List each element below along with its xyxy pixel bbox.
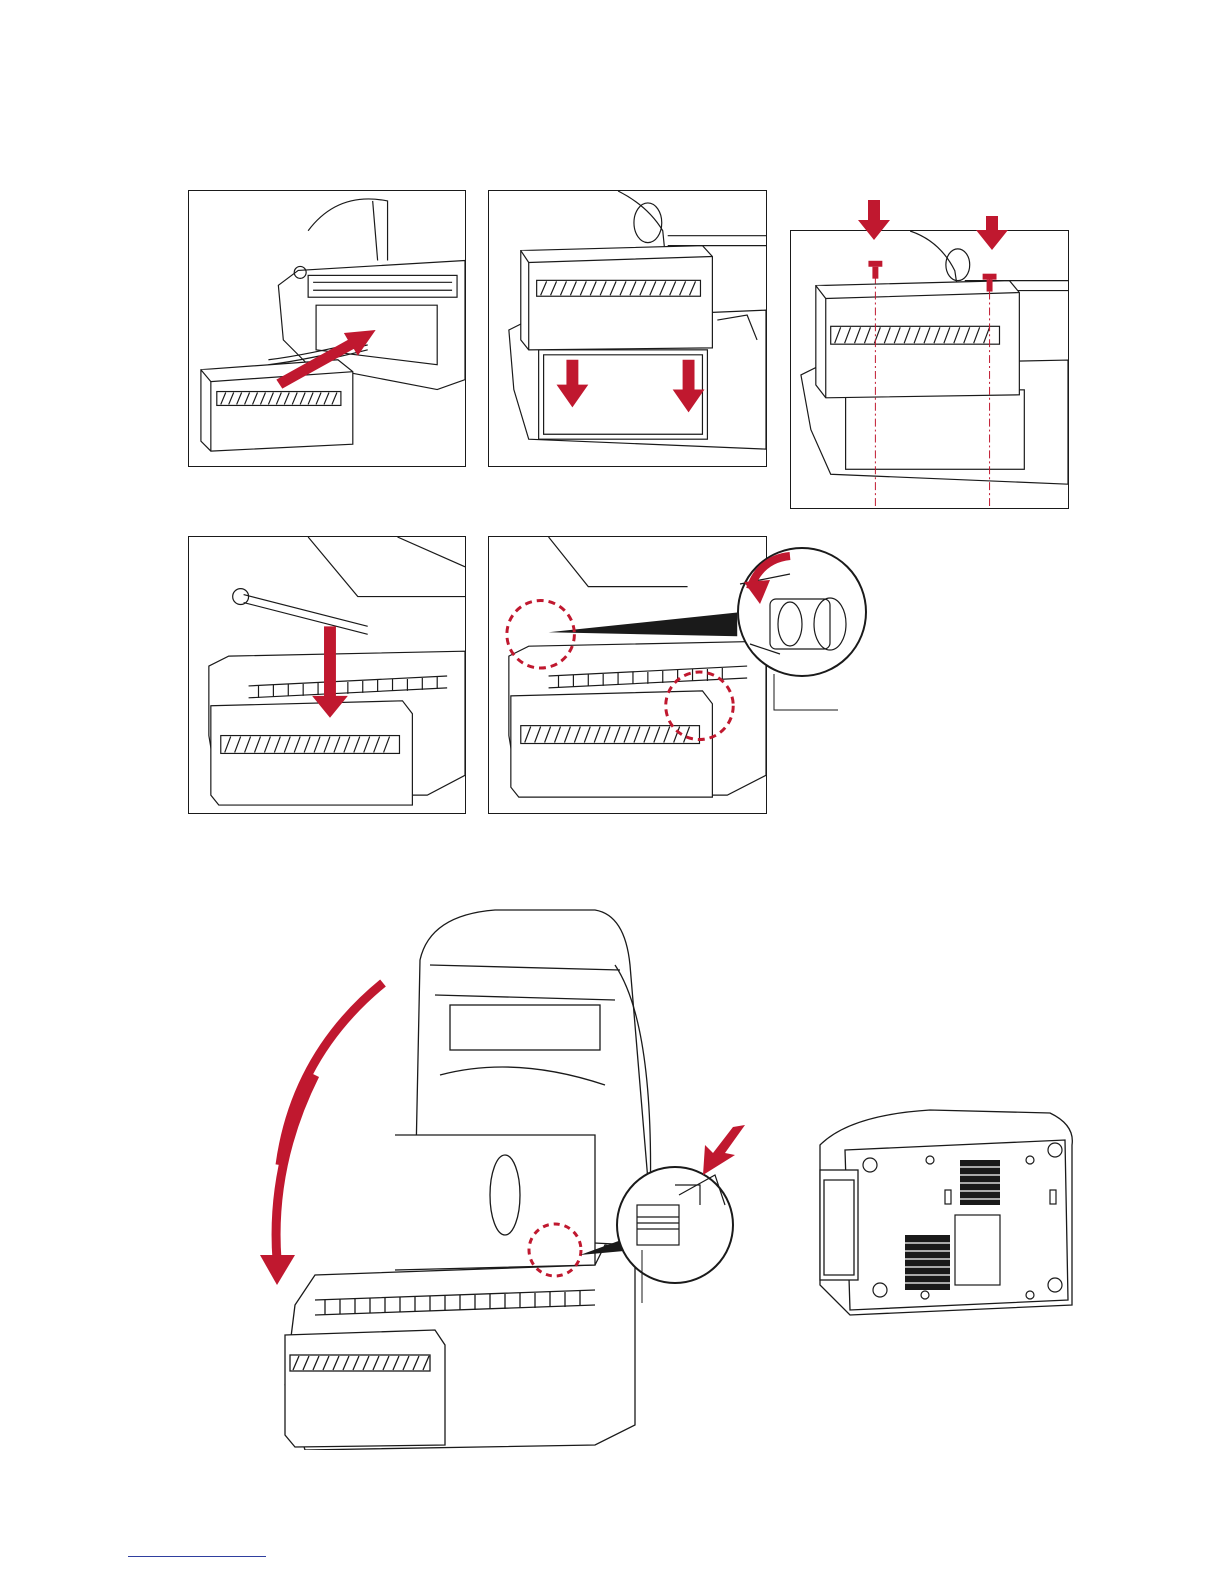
printer-bottom-view-illustration xyxy=(810,1105,1085,1320)
cutter-module xyxy=(521,246,713,350)
cutter-module xyxy=(816,281,1020,398)
step-5-panel xyxy=(488,536,767,814)
cutter-module xyxy=(201,360,353,451)
step-5-magnifier xyxy=(730,544,875,714)
step-2-panel xyxy=(488,190,767,467)
step-4-illustration xyxy=(189,537,465,813)
step-2-illustration xyxy=(489,191,766,466)
step-3-panel xyxy=(790,230,1069,509)
step-3-arrows xyxy=(850,196,1020,256)
step-4-panel xyxy=(188,536,466,814)
step-3-illustration xyxy=(791,231,1068,508)
footer-link-underline xyxy=(128,1556,266,1557)
red-arrow-icon xyxy=(260,1255,295,1285)
step-1-illustration xyxy=(189,191,465,466)
step-5-illustration xyxy=(489,537,766,813)
curved-arrow-icon xyxy=(276,983,383,1260)
printer-open-close-figure xyxy=(255,905,750,1450)
printer-bottom-view-figure xyxy=(810,1105,1085,1320)
printer-open-close-illustration xyxy=(255,905,750,1450)
step-1-panel xyxy=(188,190,466,467)
red-arrow-icon xyxy=(703,1125,745,1175)
red-arrow-icon xyxy=(858,200,1008,250)
